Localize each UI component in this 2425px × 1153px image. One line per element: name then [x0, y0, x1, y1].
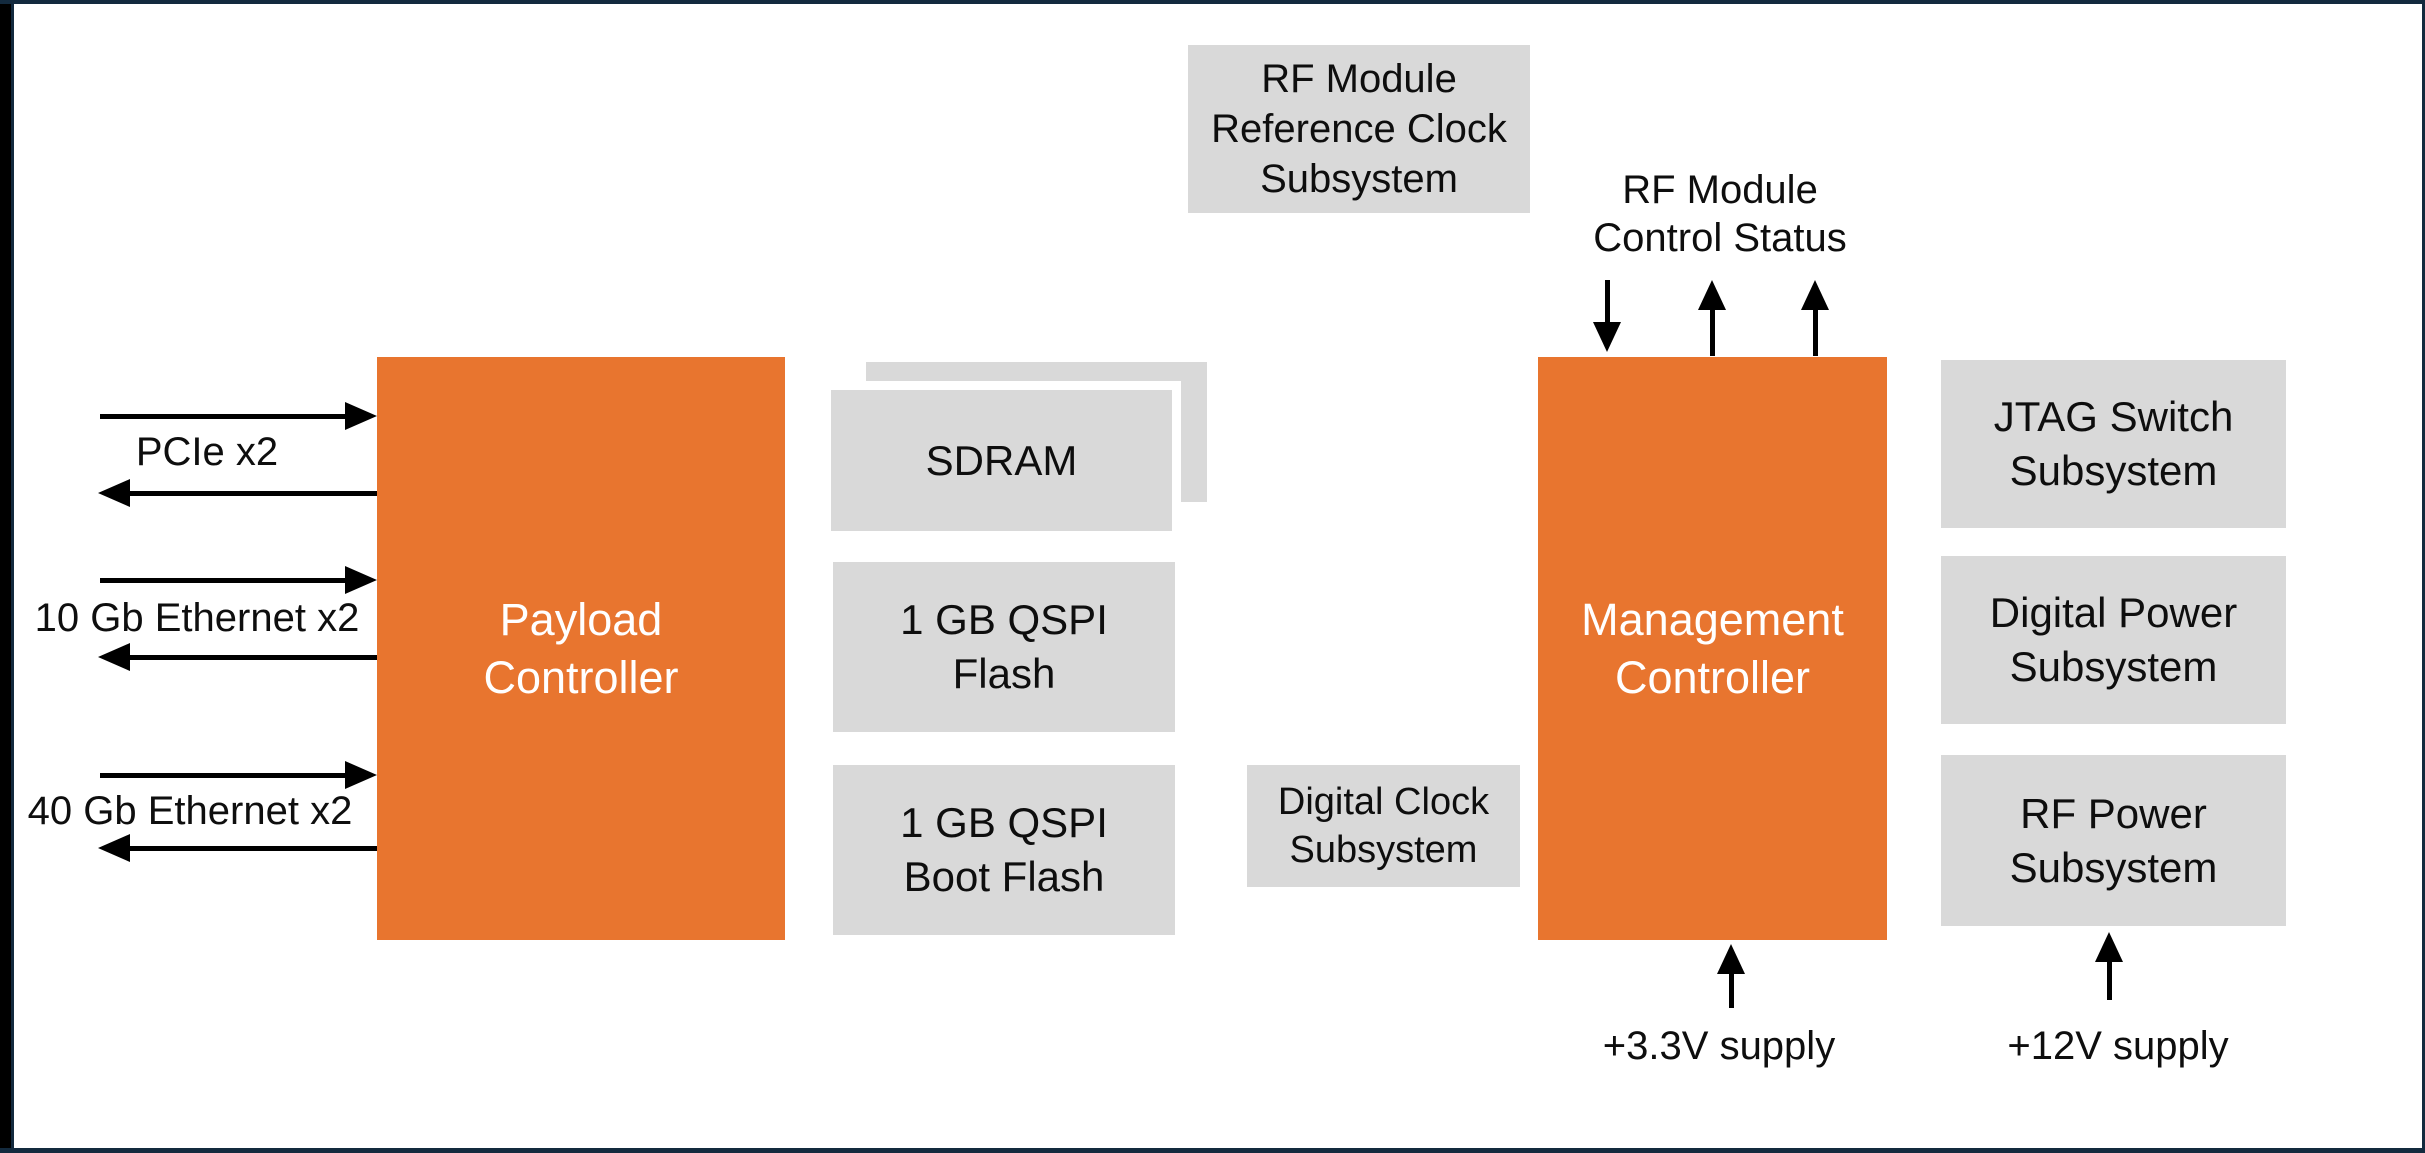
payload-controller-label: Payload Controller: [483, 593, 679, 703]
rf-power-subsystem-box: RF Power Subsystem: [1941, 755, 2286, 926]
sdram-box: SDRAM: [831, 390, 1172, 531]
rf-ref-clock-subsystem-box: RF Module Reference Clock Subsystem: [1188, 45, 1530, 213]
frame-top-border: [0, 0, 2425, 4]
rf-power-subsystem-label: RF Power Subsystem: [2009, 789, 2218, 891]
management-controller-label: Management Controller: [1581, 593, 1844, 703]
digital-power-subsystem-label: Digital Power Subsystem: [1989, 589, 2238, 690]
digital-power-subsystem-box: Digital Power Subsystem: [1941, 556, 2286, 724]
jtag-switch-subsystem-label: JTAG Switch Subsystem: [1993, 393, 2234, 494]
eth10-label: 10 Gb Ethernet x2: [34, 596, 360, 640]
frame-bottom-border: [0, 1148, 2425, 1153]
management-controller-box: Management Controller: [1538, 357, 1887, 940]
payload-controller-box: Payload Controller: [377, 357, 785, 940]
frame-right-border: [2422, 0, 2425, 1153]
qspi-flash-label: 1 GB QSPI Flash: [900, 596, 1108, 697]
digital-clock-subsystem-box: Digital Clock Subsystem: [1247, 765, 1520, 887]
sdram-label: SDRAM: [925, 436, 1078, 484]
digital-clock-subsystem-label: Digital Clock Subsystem: [1277, 781, 1490, 871]
qspi-flash-box: 1 GB QSPI Flash: [833, 562, 1175, 732]
eth40-label: 40 Gb Ethernet x2: [27, 789, 353, 833]
frame-left-border: [11, 0, 14, 1153]
rf-ref-clock-subsystem-label: RF Module Reference Clock Subsystem: [1211, 57, 1507, 201]
pcie-label: PCIe x2: [135, 430, 279, 474]
frame-left-black-bar: [0, 0, 11, 1153]
qspi-boot-flash-box: 1 GB QSPI Boot Flash: [833, 765, 1175, 935]
supply-3v3-label: +3.3V supply: [1602, 1024, 1836, 1068]
jtag-switch-subsystem-box: JTAG Switch Subsystem: [1941, 360, 2286, 528]
supply-12v-label: +12V supply: [2007, 1024, 2229, 1068]
qspi-boot-flash-label: 1 GB QSPI Boot Flash: [900, 799, 1108, 900]
rf-control-status-label: RF Module Control Status: [1593, 168, 1847, 260]
